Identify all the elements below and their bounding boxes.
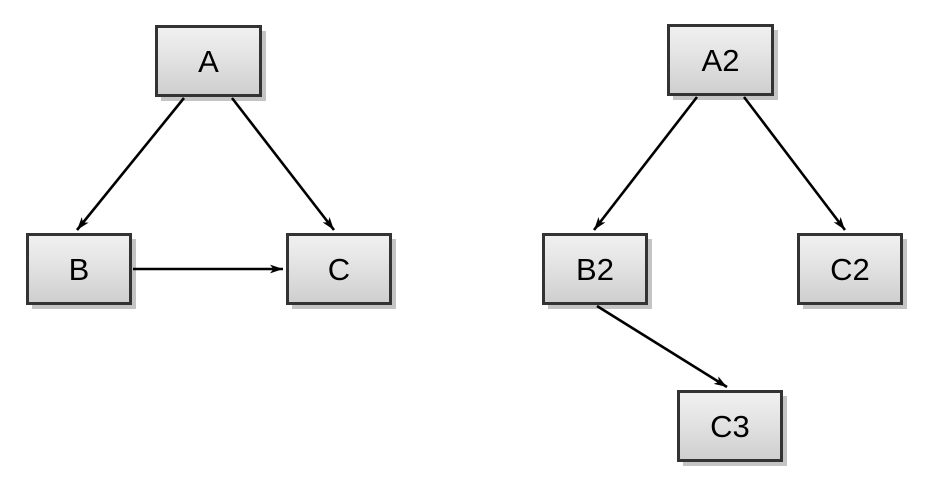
edge-a2-to-b2	[592, 96, 699, 231]
node-c2[interactable]: C2	[797, 233, 903, 305]
edge-a-to-b	[75, 97, 186, 231]
edge-a2-to-c2	[742, 96, 847, 231]
node-label-c: C	[327, 251, 351, 287]
node-a2[interactable]: A2	[667, 24, 774, 96]
node-b2[interactable]: B2	[542, 233, 648, 305]
node-label-c2: C2	[830, 251, 870, 287]
edge-a-to-c	[230, 97, 336, 231]
node-b[interactable]: B	[26, 233, 132, 305]
node-c3[interactable]: C3	[677, 390, 783, 462]
node-a[interactable]: A	[155, 25, 262, 97]
node-label-b: B	[68, 251, 90, 287]
node-label-a2: A2	[701, 42, 740, 78]
edge-b2-to-c3	[596, 304, 728, 389]
edges-group	[75, 96, 847, 389]
node-label-c3: C3	[710, 408, 750, 444]
node-label-b2: B2	[576, 251, 614, 287]
node-c[interactable]: C	[286, 233, 392, 305]
node-label-a: A	[198, 43, 219, 79]
